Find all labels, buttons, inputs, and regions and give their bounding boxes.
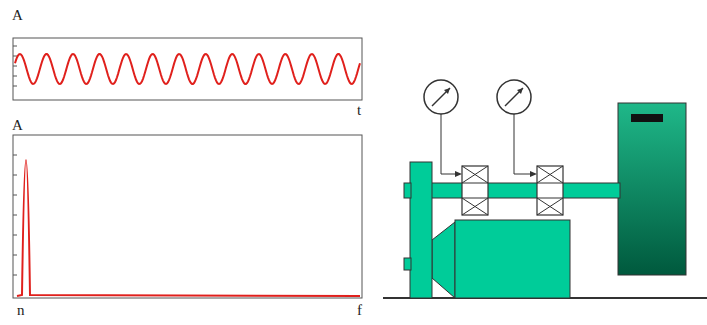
flange-bolt <box>404 258 411 270</box>
amplitude-axis-label: A <box>12 8 23 23</box>
time-plot-ticks <box>13 46 17 86</box>
spectrum-plot-ticks <box>13 155 17 275</box>
time-axis-label: t <box>357 103 361 118</box>
bearing <box>462 166 488 215</box>
bearing <box>537 166 563 215</box>
frequency-axis-label: f <box>357 303 362 318</box>
motor-body <box>455 220 570 298</box>
shaft <box>428 183 620 198</box>
flywheel <box>618 103 686 275</box>
time-waveform <box>15 54 360 84</box>
spectrum-plot-frame <box>13 135 362 298</box>
frequency-marker: n <box>17 303 25 318</box>
amplitude-axis-label: A <box>12 118 23 133</box>
motor-nose <box>432 222 455 298</box>
spectrum-peak <box>17 160 360 296</box>
flange-plate <box>410 162 432 298</box>
gauge <box>497 80 537 177</box>
time-plot-frame <box>13 38 362 100</box>
gauge <box>424 80 462 177</box>
flywheel-slot <box>631 114 663 122</box>
flange-hub <box>404 183 411 198</box>
